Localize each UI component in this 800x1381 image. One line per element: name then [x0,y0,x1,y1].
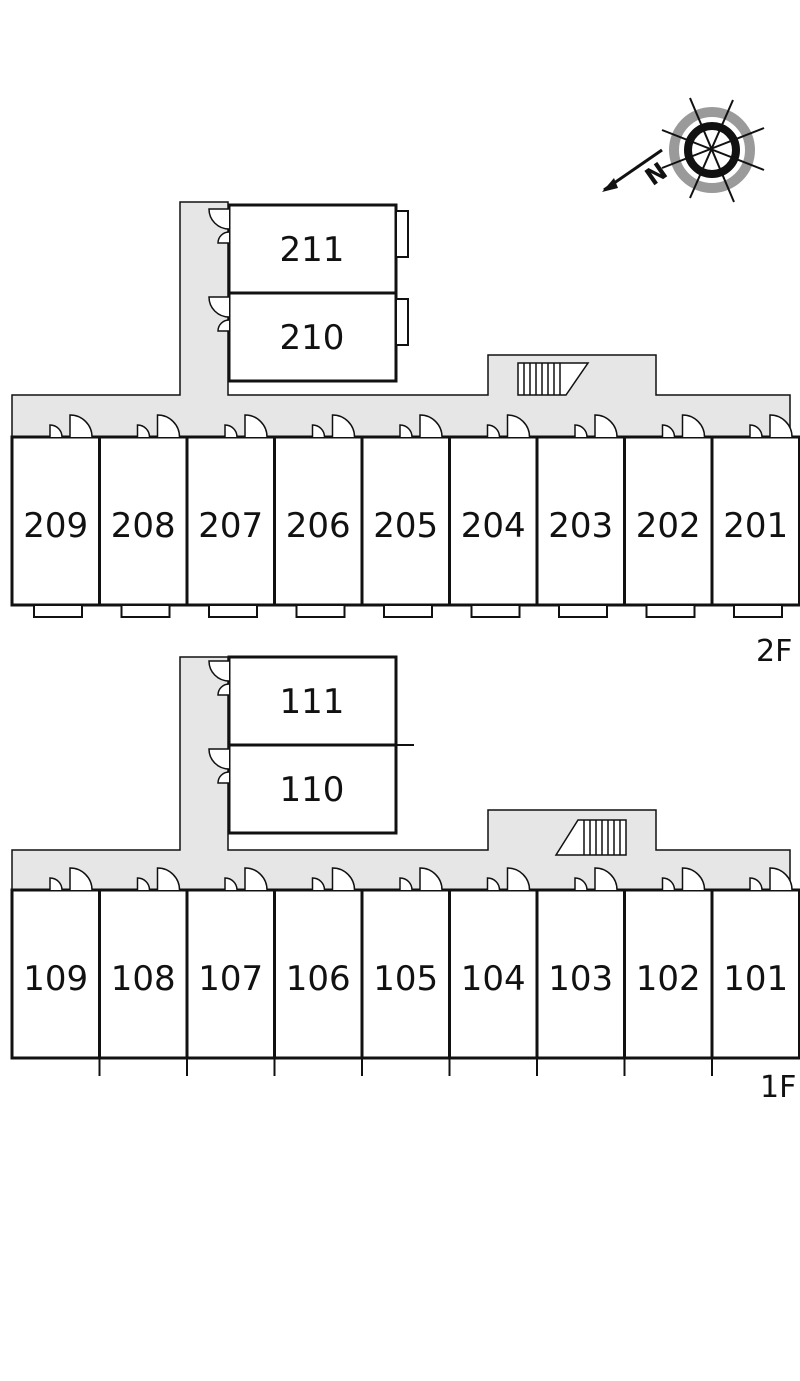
door-icon [224,414,268,438]
unit-number: 103 [548,959,613,999]
unit-101: 101 [710,867,800,1076]
unit-203: 203 [535,414,626,618]
unit-103: 103 [535,867,626,1076]
door-icon [399,414,443,438]
unit-111: 111 [208,655,398,747]
balcony [33,604,83,618]
unit-107: 107 [185,867,276,1076]
unit-205: 205 [360,414,451,618]
unit-number: 206 [286,506,351,546]
door-icon [208,660,230,696]
unit-number: 209 [23,506,88,546]
unit-106: 106 [273,867,364,1076]
door-icon [311,867,356,891]
door-icon [574,414,618,438]
unit-number: 201 [723,506,788,546]
door-icon [749,414,793,438]
door-icon [49,867,93,891]
balcony [395,210,409,258]
unit-211: 211 [208,203,409,295]
unit-number: 102 [636,959,701,999]
unit-201: 201 [710,414,800,618]
unit-number: 210 [280,318,345,358]
balcony [733,604,783,618]
door-icon [208,208,230,244]
compass-icon: N [602,97,765,203]
unit-202: 202 [623,414,714,618]
door-icon [311,414,356,438]
unit-number: 207 [198,506,263,546]
stairs-icon [517,362,590,396]
unit-209: 209 [10,414,101,618]
unit-105: 105 [360,867,451,1076]
balcony [470,604,521,618]
unit-number: 106 [286,959,351,999]
unit-104: 104 [448,867,539,1076]
door-icon [208,748,230,784]
unit-206: 206 [273,414,364,618]
door-icon [661,867,706,891]
unit-number: 204 [461,506,526,546]
door-icon [661,414,706,438]
unit-number: 202 [636,506,701,546]
unit-108: 108 [98,867,189,1076]
floor-1f: 111 110 109 108 107 106 105 104 103 102 101 1F [10,655,800,1105]
unit-number: 108 [111,959,176,999]
unit-208: 208 [98,414,189,618]
floor-label-1f: 1F [760,1070,796,1105]
unit-number: 105 [373,959,438,999]
unit-210: 210 [208,291,409,383]
unit-109: 109 [10,867,101,1060]
unit-207: 207 [185,414,276,618]
balcony [295,604,346,618]
unit-number: 111 [280,682,345,722]
floor-label-2f: 2F [756,634,792,669]
door-icon [208,296,230,332]
unit-number: 107 [198,959,263,999]
unit-number: 110 [280,770,345,810]
door-icon [136,414,181,438]
balcony [645,604,696,618]
unit-204: 204 [448,414,539,618]
balcony [558,604,608,618]
door-icon [224,867,268,891]
door-icon [49,414,93,438]
corridor-2f [11,201,791,438]
stairs-icon [554,819,627,856]
unit-number: 205 [373,506,438,546]
balcony [208,604,258,618]
balcony [120,604,171,618]
unit-110: 110 [208,743,414,835]
door-icon [399,867,443,891]
unit-number: 109 [23,959,88,999]
door-icon [486,414,531,438]
floor-2f: 211 210 209 208 207 206 205 204 203 202 201 2F [10,201,800,669]
balcony [395,298,409,346]
balcony [383,604,433,618]
unit-number: 101 [723,959,788,999]
door-icon [136,867,181,891]
door-icon [574,867,618,891]
door-icon [749,867,793,891]
door-icon [486,867,531,891]
unit-number: 104 [461,959,526,999]
unit-102: 102 [623,867,714,1076]
unit-number: 208 [111,506,176,546]
unit-number: 211 [280,230,345,270]
corridor-1f [11,656,791,891]
unit-number: 203 [548,506,613,546]
